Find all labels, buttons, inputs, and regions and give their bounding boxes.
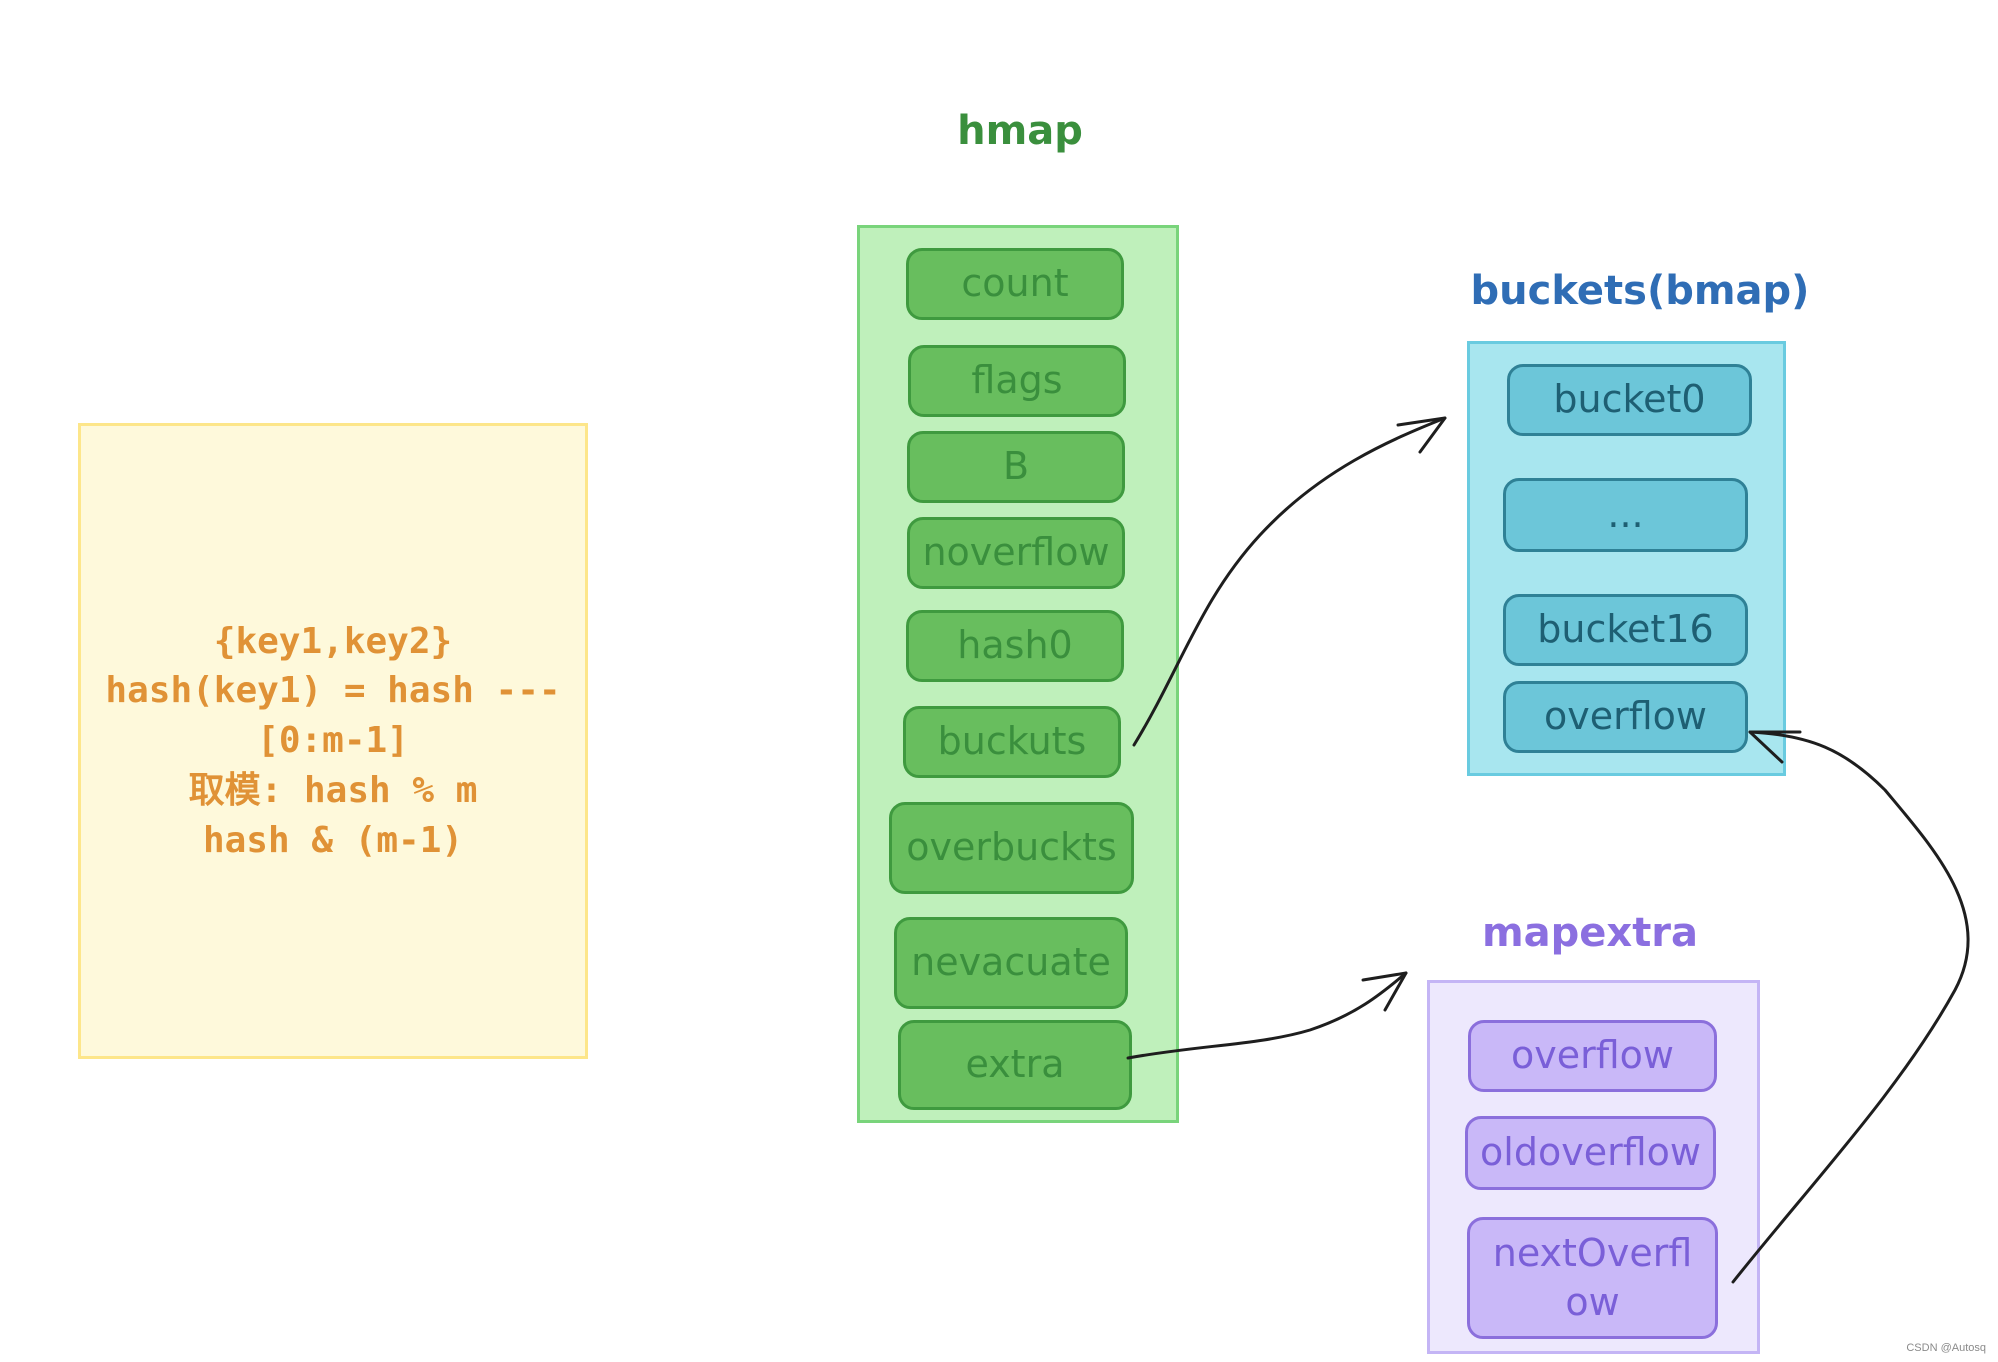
mapextra-title: mapextra xyxy=(1481,910,1699,956)
mapextra-overflow: overflow xyxy=(1468,1020,1717,1092)
hmap-field-overbuckts: overbuckts xyxy=(889,802,1134,894)
note-line-4: 取模: hash % m xyxy=(188,769,478,811)
note-line-3: [0:m-1] xyxy=(257,720,409,762)
note-line-2: hash(key1) = hash --- xyxy=(105,670,561,712)
note-line-1: {key1,key2} xyxy=(213,620,453,662)
hmap-field-noverflow: noverflow xyxy=(907,517,1125,589)
bucket-16: bucket16 xyxy=(1503,594,1748,666)
arrow-nextoverflow-to-overflow-head xyxy=(1748,730,1802,764)
note-box: {key1,key2} hash(key1) = hash --- [0:m-1… xyxy=(78,423,588,1059)
arrow-buckuts-to-buckets xyxy=(1132,416,1447,747)
mapextra-oldoverflow: oldoverflow xyxy=(1465,1116,1716,1190)
hmap-title: hmap xyxy=(957,108,1083,154)
hmap-field-hash0: hash0 xyxy=(906,610,1124,682)
bucket-0: bucket0 xyxy=(1507,364,1752,436)
watermark: CSDN @Autosq xyxy=(1906,1342,1986,1354)
mapextra-nextoverflow: nextOverfl ow xyxy=(1467,1217,1718,1339)
arrow-nextoverflow-to-overflow xyxy=(1731,730,1970,1284)
buckets-title: buckets(bmap) xyxy=(1470,268,1810,314)
bucket-overflow: overflow xyxy=(1503,681,1748,753)
note-text: {key1,key2} hash(key1) = hash --- [0:m-1… xyxy=(81,426,585,1056)
bucket-ellipsis: ... xyxy=(1503,478,1748,552)
arrow-buckuts-to-buckets-head xyxy=(1396,416,1447,454)
hmap-field-nevacuate: nevacuate xyxy=(894,917,1128,1009)
arrow-extra-to-mapextra xyxy=(1126,971,1408,1060)
arrow-extra-to-mapextra-head xyxy=(1361,971,1408,1012)
hmap-field-count: count xyxy=(906,248,1124,320)
hmap-field-b: B xyxy=(907,431,1125,503)
note-line-5: hash & (m-1) xyxy=(202,819,464,861)
hmap-field-extra: extra xyxy=(898,1020,1132,1110)
hmap-field-buckuts: buckuts xyxy=(903,706,1121,778)
hmap-field-flags: flags xyxy=(908,345,1126,417)
